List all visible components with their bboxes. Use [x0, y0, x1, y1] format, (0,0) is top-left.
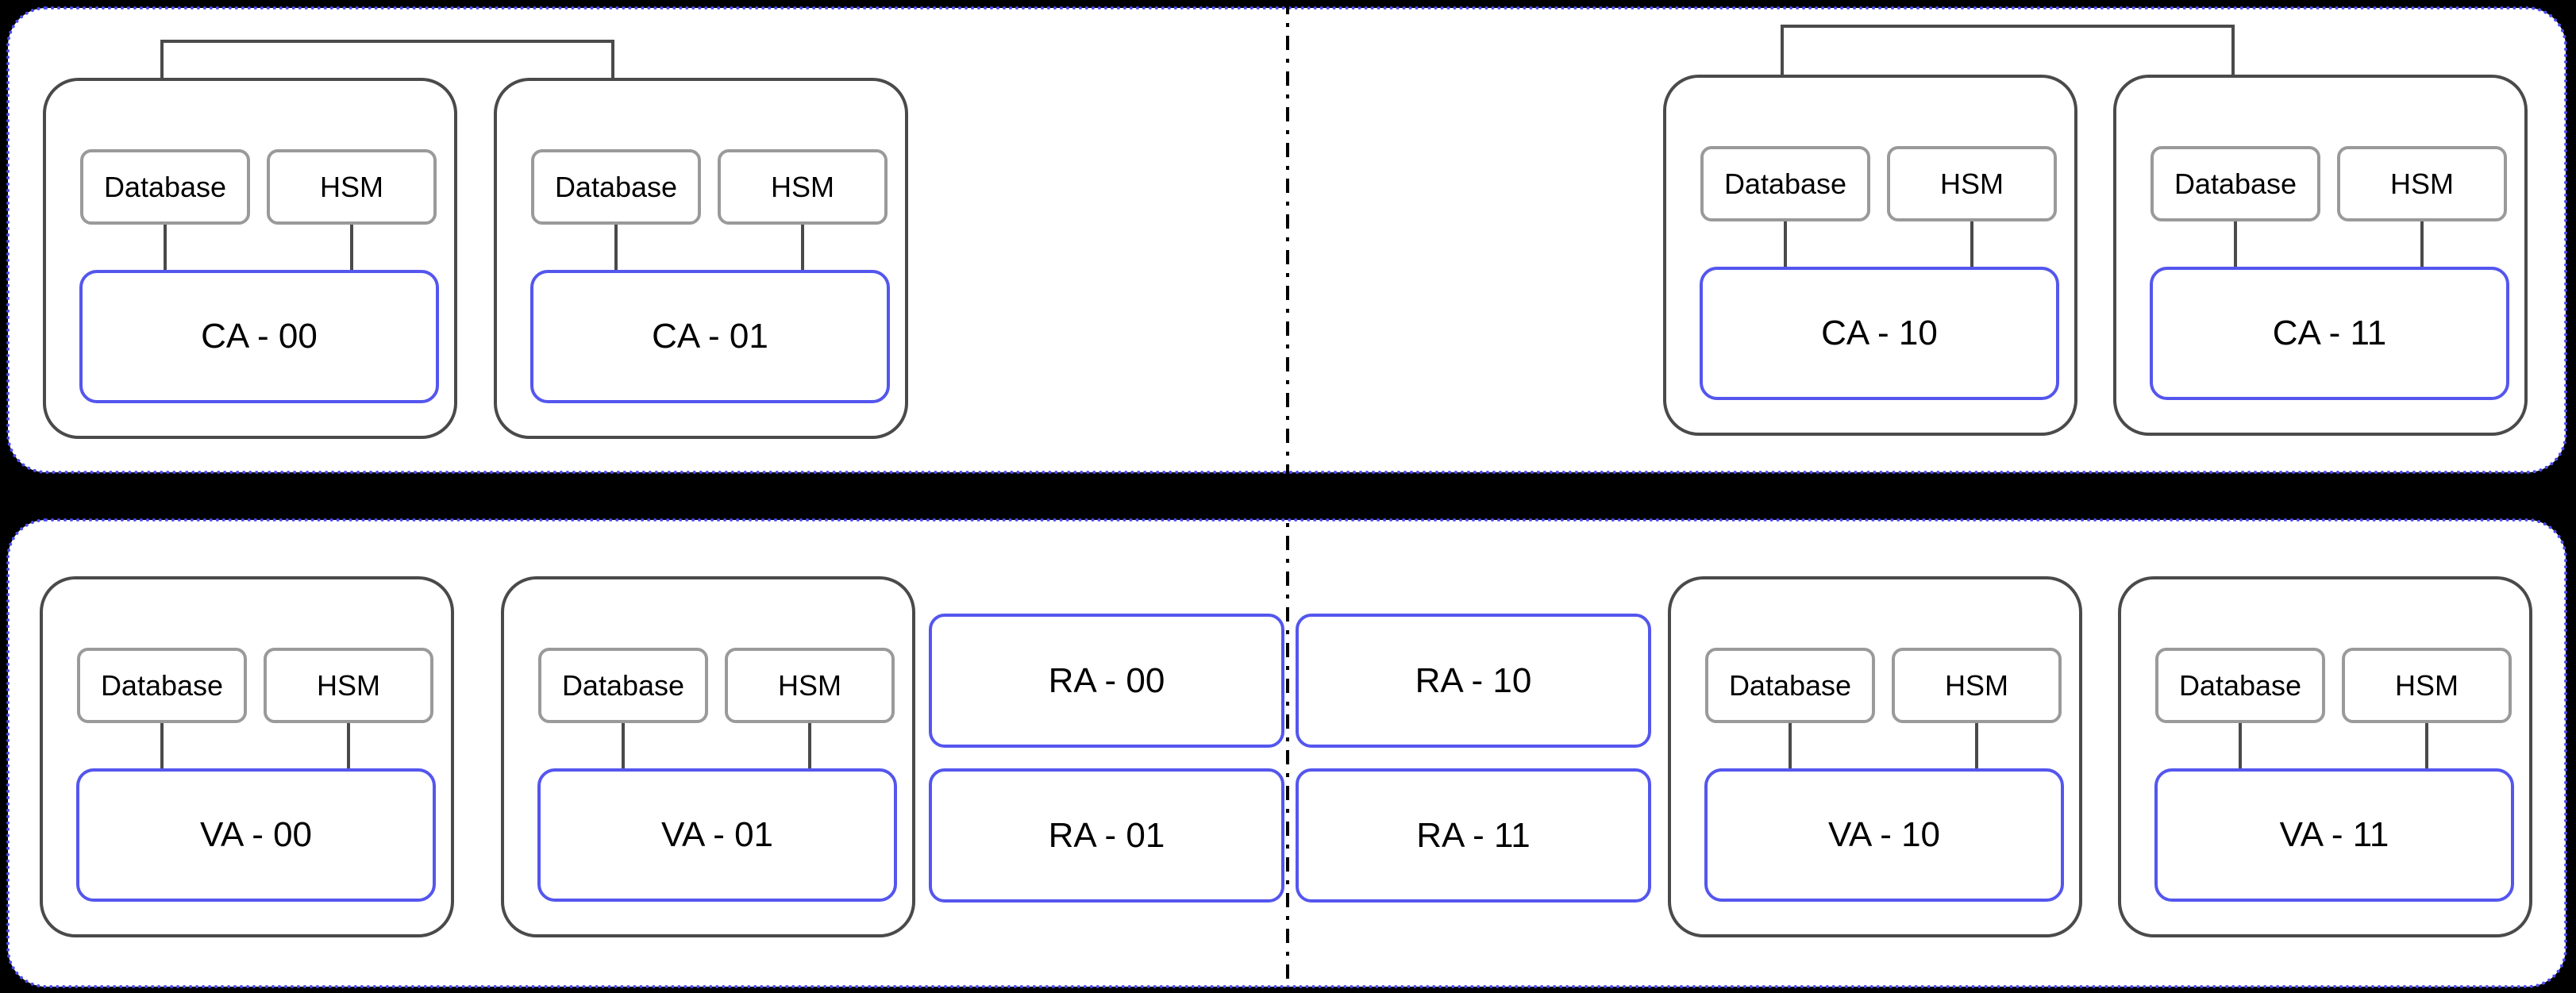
node-label: VA - 10 [1827, 815, 1941, 854]
hsm-label: HSM [1940, 167, 2004, 200]
connector-database [160, 723, 164, 768]
node-label: RA - 00 [1048, 660, 1165, 700]
group-va-01[interactable]: Database HSM VA - 01 [501, 576, 915, 937]
hsm-label: HSM [317, 668, 380, 702]
hsm-box[interactable]: HSM [718, 149, 888, 225]
node-ca-00[interactable]: CA - 00 [79, 270, 439, 403]
group-ca-10[interactable]: Database HSM CA - 10 [1663, 75, 2077, 436]
hsm-label: HSM [1945, 668, 2008, 702]
group-va-00[interactable]: Database HSM VA - 00 [40, 576, 454, 937]
hsm-box[interactable]: HSM [1887, 146, 2057, 221]
hsm-box[interactable]: HSM [1892, 648, 2062, 723]
node-ra-10[interactable]: RA - 10 [1296, 614, 1651, 748]
connector-hsm [1975, 723, 1978, 768]
hsm-box[interactable]: HSM [2337, 146, 2507, 221]
database-box[interactable]: Database [77, 648, 247, 723]
node-va-10[interactable]: VA - 10 [1704, 768, 2064, 902]
database-label: Database [1728, 668, 1852, 702]
connector-hsm [2425, 723, 2428, 768]
node-ca-10[interactable]: CA - 10 [1700, 267, 2059, 400]
group-va-10[interactable]: Database HSM VA - 10 [1668, 576, 2082, 937]
node-ca-11[interactable]: CA - 11 [2150, 267, 2509, 400]
hsm-box[interactable]: HSM [725, 648, 895, 723]
node-label: VA - 11 [2279, 815, 2389, 854]
node-label: RA - 10 [1415, 660, 1532, 700]
group-va-11[interactable]: Database HSM VA - 11 [2118, 576, 2532, 937]
node-ca-01[interactable]: CA - 01 [530, 270, 890, 403]
database-box[interactable]: Database [1700, 146, 1870, 221]
hsm-box[interactable]: HSM [264, 648, 433, 723]
hsm-box[interactable]: HSM [267, 149, 437, 225]
connector-database [2234, 221, 2237, 267]
hsm-label: HSM [778, 668, 841, 702]
node-label: VA - 00 [199, 815, 313, 854]
connector-hsm [808, 723, 811, 768]
database-box[interactable]: Database [1705, 648, 1875, 723]
hsm-label: HSM [320, 170, 383, 203]
database-label: Database [103, 170, 227, 203]
connector-hsm [347, 723, 350, 768]
hsm-label: HSM [2390, 167, 2454, 200]
group-ca-01[interactable]: Database HSM CA - 01 [494, 78, 908, 439]
site-divider-dashdot-line[interactable] [1286, 0, 1289, 993]
database-label: Database [554, 170, 678, 203]
group-ca-11[interactable]: Database HSM CA - 11 [2113, 75, 2528, 436]
node-ra-11[interactable]: RA - 11 [1296, 768, 1651, 903]
hsm-box[interactable]: HSM [2342, 648, 2512, 723]
database-label: Database [561, 668, 685, 702]
connector-database [1789, 723, 1792, 768]
node-va-11[interactable]: VA - 11 [2154, 768, 2514, 902]
group-ca-00[interactable]: Database HSM CA - 00 [43, 78, 457, 439]
node-label: CA - 11 [2272, 314, 2387, 352]
connector-hsm [2420, 221, 2424, 267]
node-label: RA - 11 [1416, 815, 1531, 855]
database-label: Database [2174, 167, 2297, 200]
database-label: Database [100, 668, 224, 702]
database-label: Database [2178, 668, 2302, 702]
node-va-01[interactable]: VA - 01 [537, 768, 897, 902]
connector-hsm [801, 225, 804, 270]
database-box[interactable]: Database [80, 149, 250, 225]
database-box[interactable]: Database [531, 149, 701, 225]
connector-database [2239, 723, 2242, 768]
replication-edge-right-horizontal[interactable] [1781, 25, 2235, 28]
database-box[interactable]: Database [538, 648, 708, 723]
hsm-label: HSM [2395, 668, 2459, 702]
connector-hsm [350, 225, 353, 270]
node-label: RA - 01 [1048, 815, 1165, 855]
database-box[interactable]: Database [2155, 648, 2325, 723]
connector-database [614, 225, 618, 270]
connector-hsm [1970, 221, 1973, 267]
connector-database [622, 723, 625, 768]
node-label: VA - 01 [660, 815, 774, 854]
hsm-label: HSM [771, 170, 834, 203]
node-label: CA - 01 [652, 317, 768, 356]
database-box[interactable]: Database [2151, 146, 2320, 221]
connector-database [1784, 221, 1787, 267]
node-label: CA - 00 [201, 317, 318, 356]
node-ra-01[interactable]: RA - 01 [929, 768, 1284, 903]
node-label: CA - 10 [1821, 314, 1938, 352]
node-va-00[interactable]: VA - 00 [76, 768, 436, 902]
database-label: Database [1723, 167, 1847, 200]
node-ra-00[interactable]: RA - 00 [929, 614, 1284, 748]
replication-edge-left-horizontal[interactable] [160, 40, 614, 43]
connector-database [164, 225, 167, 270]
